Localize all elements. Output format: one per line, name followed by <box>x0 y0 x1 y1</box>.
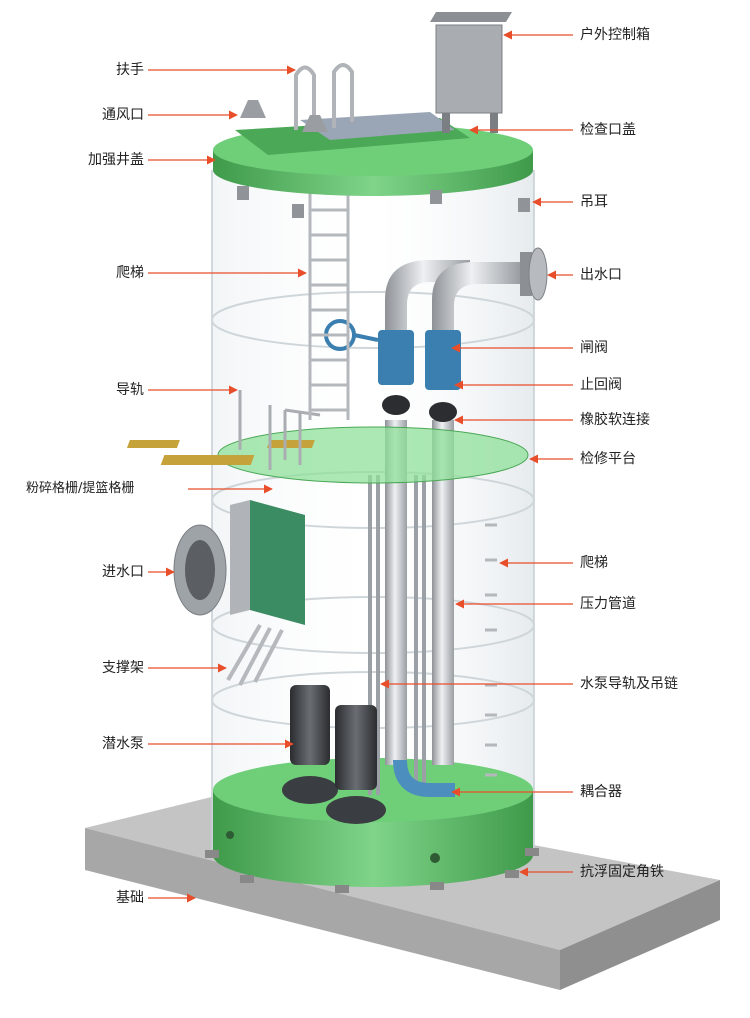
support-frame-shape <box>226 623 284 686</box>
label-ladder-side: 爬梯 <box>580 555 608 571</box>
label-grinder-grille: 粉碎格栅/提篮格栅 <box>26 481 135 496</box>
pumps <box>282 685 455 824</box>
tank-cover <box>213 112 533 218</box>
label-ladder-top: 爬梯 <box>116 265 144 281</box>
label-vent: 通风口 <box>102 107 144 123</box>
label-guide-rail: 导轨 <box>116 382 144 398</box>
tank-base <box>205 758 539 893</box>
label-inlet: 进水口 <box>102 564 144 580</box>
leader-arrows-right <box>380 30 573 877</box>
maintenance-platform-shape <box>126 426 529 484</box>
label-reinforced-cover: 加强井盖 <box>88 152 144 168</box>
control-box-shape <box>430 12 512 133</box>
vents <box>240 100 328 132</box>
label-control-box: 户外控制箱 <box>580 27 650 43</box>
leader-arrows-left <box>148 65 307 903</box>
label-pump-rail-chain: 水泵导轨及吊链 <box>580 676 678 692</box>
label-outlet: 出水口 <box>580 267 622 283</box>
label-submersible-pump: 潜水泵 <box>102 736 144 752</box>
label-maintenance-platform: 检修平台 <box>580 451 636 467</box>
pressure-pipes <box>368 247 548 795</box>
label-pressure-pipe: 压力管道 <box>580 596 636 612</box>
label-foundation: 基础 <box>116 890 144 906</box>
label-anti-float-angle: 抗浮固定角铁 <box>580 864 664 880</box>
top-ladder <box>308 185 350 420</box>
inlet-shape <box>173 500 305 625</box>
label-lifting-lug: 吊耳 <box>580 194 608 210</box>
label-support-frame: 支撑架 <box>102 660 144 676</box>
guide-rail-shape <box>238 390 321 470</box>
label-gate-valve: 闸阀 <box>580 340 608 356</box>
label-handrail: 扶手 <box>116 62 144 78</box>
handrails <box>294 63 354 130</box>
label-coupler: 耦合器 <box>580 784 622 800</box>
label-check-valve: 止回阀 <box>580 377 622 393</box>
side-ladder <box>485 523 497 777</box>
label-rubber-joint: 橡胶软连接 <box>580 412 650 428</box>
label-inspection-cover: 检查口盖 <box>580 122 636 138</box>
